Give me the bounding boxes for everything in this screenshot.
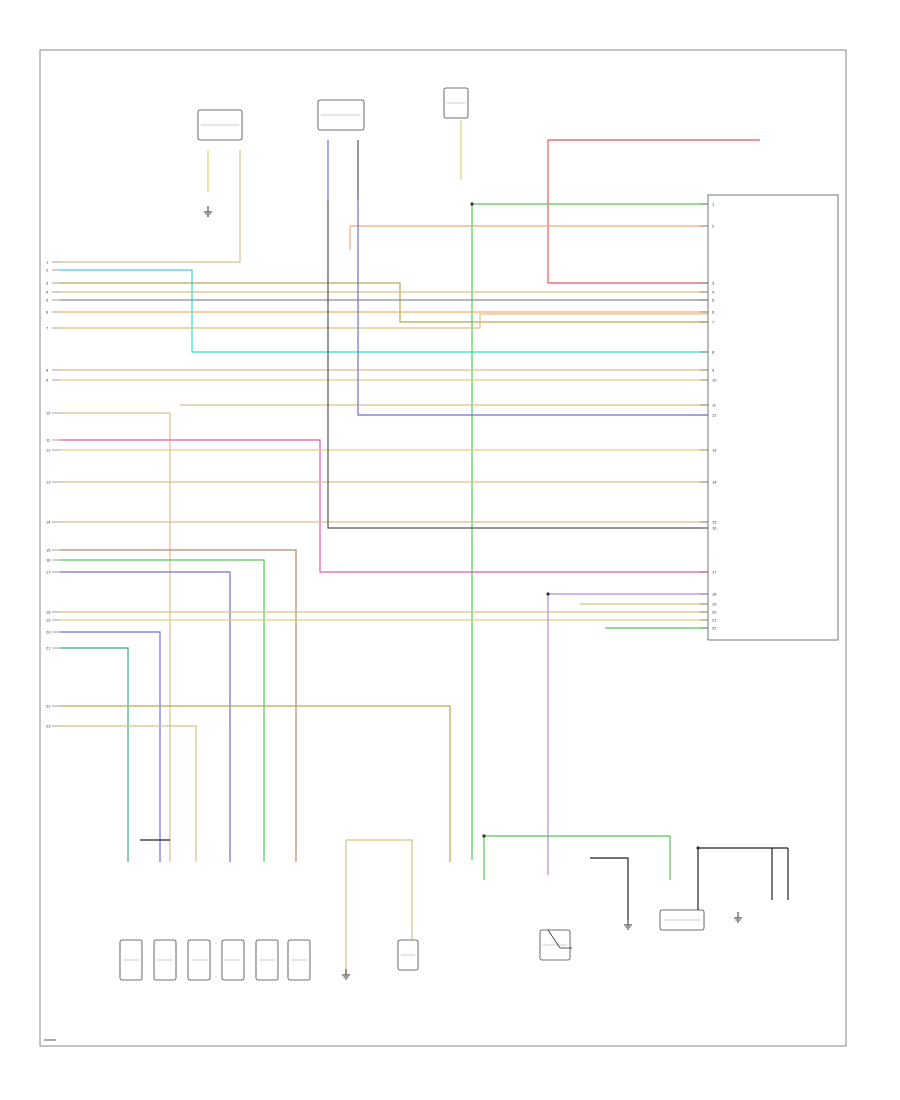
pin-number: 13 — [46, 480, 51, 485]
pin-number: 11 — [46, 438, 51, 443]
pin-number: 15 — [46, 548, 51, 553]
pin-number: 22 — [46, 704, 51, 709]
pin-number: 2 — [46, 268, 49, 273]
pin-number: 5 — [46, 298, 49, 303]
wire — [60, 549, 297, 862]
splice-dot — [482, 834, 486, 838]
wire — [60, 647, 129, 862]
pin-number: 23 — [46, 724, 51, 729]
pcm-pin-number: 4 — [712, 290, 715, 295]
pin-number: 10 — [46, 411, 51, 416]
pin-number: 21 — [46, 646, 51, 651]
pcm-pin-number: 12 — [712, 413, 717, 418]
pin-number: 1 — [46, 260, 49, 265]
wire — [346, 839, 413, 940]
pcm-pin-number: 7 — [712, 320, 715, 325]
pin-number: 8 — [46, 368, 49, 373]
pcm-pin-number: 16 — [712, 526, 717, 531]
pcm-pin-number: 11 — [712, 403, 717, 408]
pin-number: 17 — [46, 570, 51, 575]
pin-number: 3 — [46, 281, 49, 286]
pcm-pin-number: 19 — [712, 602, 717, 607]
wire — [327, 200, 708, 529]
pcm-pin-number: 21 — [712, 618, 717, 623]
pcm-pin-number: 1 — [712, 202, 715, 207]
pcm-pin-number: 18 — [712, 592, 717, 597]
wire — [547, 140, 708, 284]
wire — [484, 835, 671, 880]
pcm-pin-number: 2 — [712, 224, 715, 229]
wires — [60, 120, 789, 975]
pin-number: 12 — [46, 448, 51, 453]
wire — [60, 313, 708, 329]
pcm-pin-number: 8 — [712, 350, 715, 355]
wire — [60, 705, 451, 862]
wire — [60, 559, 265, 862]
wire — [60, 150, 241, 263]
pin-number: 9 — [46, 378, 49, 383]
powertrain-control-module — [707, 194, 839, 641]
pin-number: 18 — [46, 610, 51, 615]
pcm-pin-number: 3 — [712, 281, 715, 286]
wire — [60, 571, 231, 862]
pin-number: 7 — [46, 326, 49, 331]
wire — [60, 439, 708, 573]
pin-number: 16 — [46, 558, 51, 563]
splice-dot — [546, 592, 550, 596]
wire — [60, 269, 708, 353]
grounds — [204, 206, 742, 980]
splice-dot — [470, 202, 474, 206]
pcm-pin-number: 22 — [712, 626, 717, 631]
pin-number: 20 — [46, 630, 51, 635]
pcm-pin-number: 20 — [712, 610, 717, 615]
switch-symbol — [547, 929, 572, 949]
pcm-pin-number: 6 — [712, 310, 715, 315]
diagram-frame — [39, 49, 847, 1047]
wire — [60, 725, 197, 862]
wire — [60, 412, 171, 862]
pcm-pin-number: 15 — [712, 520, 717, 525]
pcm-pin-number: 13 — [712, 448, 717, 453]
pcm-pin-number: 10 — [712, 378, 717, 383]
wire — [357, 200, 708, 416]
pcm-pin-number: 14 — [712, 480, 717, 485]
pin-number: 19 — [46, 618, 51, 623]
pin-number: 6 — [46, 310, 49, 315]
connectors — [119, 87, 705, 981]
wire — [60, 631, 161, 862]
pcm-pin-number: 5 — [712, 298, 715, 303]
pcm-pin-number: 9 — [712, 368, 715, 373]
pin-number: 4 — [46, 290, 49, 295]
wire — [60, 282, 708, 323]
pin-number: 14 — [46, 520, 51, 525]
splice-dot — [696, 846, 700, 850]
wire — [590, 857, 629, 920]
pcm-pin-number: 17 — [712, 570, 717, 575]
